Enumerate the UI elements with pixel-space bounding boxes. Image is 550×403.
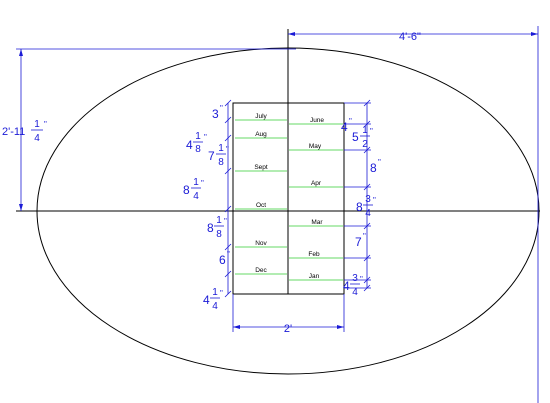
dim-suffix: ": [220, 104, 223, 113]
left-dim-4: 8 1 8 ": [207, 215, 227, 240]
dim-den: 4: [365, 208, 371, 219]
dimension-arrows: [19, 32, 538, 329]
width-arrow-right: [531, 32, 538, 36]
dim-den: 2: [362, 139, 368, 150]
height-frac-suffix: ": [44, 120, 47, 129]
dim-suffix: ": [349, 117, 352, 126]
width-arrow-left: [288, 32, 295, 36]
dim-whole: 4: [186, 138, 193, 152]
dim-suffix: ": [220, 289, 223, 298]
right-dim-5: 4 3 4 ": [343, 273, 363, 298]
month-label-jan: Jan: [309, 273, 320, 280]
dim-suffix: ": [226, 145, 229, 154]
left-chain-tick-3: [224, 167, 232, 175]
right-dim-4: 7 ": [355, 232, 366, 249]
dim-suffix: ": [204, 133, 207, 142]
right-dim-0: 4 ": [341, 117, 352, 134]
board-arrow-right: [337, 325, 344, 329]
left-chain-tick-2: [224, 134, 232, 142]
dim-num: 1: [218, 143, 224, 154]
left-dim-5: 6 ": [219, 250, 230, 267]
left-dim-2: 7 1 8 ": [208, 143, 229, 168]
dim-den: 4: [193, 191, 199, 202]
dim-whole: 4: [343, 279, 350, 293]
left-dim-3: 8 1 4 ": [183, 177, 204, 202]
month-label-may: May: [309, 143, 322, 150]
dim-num: 1: [212, 287, 218, 298]
dim-whole: 3: [212, 107, 219, 121]
height-whole-text: 2'-11: [2, 126, 25, 138]
board-width-label: 2': [284, 323, 292, 335]
left-chain-tick-1: [224, 116, 232, 124]
left-dim-1: 4 1 8 ": [186, 131, 207, 155]
left-dim-0: 3 ": [212, 104, 223, 121]
right-dim-3: 8 3 4 ": [356, 194, 376, 219]
dim-den: 8: [218, 157, 224, 168]
dim-whole: 8: [207, 221, 214, 235]
dim-num: 1: [362, 125, 368, 136]
dim-whole: 7: [208, 149, 215, 163]
outline-group: [16, 29, 540, 375]
height-frac-den: 4: [34, 133, 40, 144]
dim-suffix: ": [370, 127, 373, 136]
dim-den: 4: [352, 287, 358, 298]
dim-suffix: ": [227, 250, 230, 259]
month-label-oct: Oct: [256, 202, 266, 209]
dim-num: 1: [216, 215, 222, 226]
dim-whole: 4: [203, 293, 210, 307]
dim-suffix: ": [360, 275, 363, 284]
left-chain-tick-5: [224, 243, 232, 251]
dim-whole: 8: [370, 161, 377, 175]
dim-suffix: ": [378, 158, 381, 167]
height-frac-num: 1: [34, 119, 40, 130]
left-chain-tick-6: [224, 270, 232, 278]
month-label-apr: Apr: [311, 180, 322, 187]
left-chain-tick-0: [224, 99, 232, 107]
overall-width-label: 4'-6": [399, 31, 421, 43]
dim-num: 1: [193, 177, 199, 188]
month-label-sept: Sept: [254, 164, 268, 171]
right-dim-1: 5 1 2 ": [352, 125, 373, 150]
dim-whole: 7: [355, 235, 362, 249]
dim-den: 4: [212, 301, 218, 312]
dim-suffix: ": [201, 179, 204, 188]
dim-den: 8: [216, 229, 222, 240]
board-arrow-left: [233, 325, 240, 329]
chain-ticks: [224, 99, 371, 298]
right-chain-tick-0: [363, 99, 371, 107]
overall-height-label: 2'-11 1 4 ": [2, 119, 47, 144]
month-labels: July Aug Sept Oct Nov Dec June May Apr M…: [254, 113, 324, 280]
dim-suffix: ": [373, 196, 376, 205]
dim-den: 8: [195, 144, 201, 155]
month-label-feb: Feb: [308, 251, 320, 258]
month-label-july: July: [255, 113, 267, 120]
dim-whole: 8: [183, 183, 190, 197]
month-label-aug: Aug: [255, 131, 267, 138]
dim-whole: 5: [352, 130, 359, 144]
dim-num: 3: [352, 273, 358, 284]
dim-whole: 4: [341, 120, 348, 134]
month-lines: [235, 119, 343, 281]
left-dim-6: 4 1 4 ": [203, 287, 223, 312]
dim-whole: 6: [219, 253, 226, 267]
month-label-mar: Mar: [311, 219, 323, 226]
dim-suffix: ": [363, 232, 366, 241]
dim-whole: 8: [356, 200, 363, 214]
height-arrow-top: [19, 49, 23, 56]
month-label-dec: Dec: [255, 267, 267, 274]
right-dim-2: 8 ": [370, 158, 381, 175]
dimension-lines: [16, 26, 539, 403]
height-arrow-bottom: [19, 204, 23, 211]
left-chain-tick-4: [224, 205, 232, 213]
month-label-june: June: [310, 117, 324, 124]
dim-num: 3: [365, 194, 371, 205]
left-chain-tick-7: [224, 290, 232, 298]
dim-suffix: ": [224, 217, 227, 226]
month-label-nov: Nov: [255, 240, 267, 247]
dim-num: 1: [195, 131, 201, 142]
